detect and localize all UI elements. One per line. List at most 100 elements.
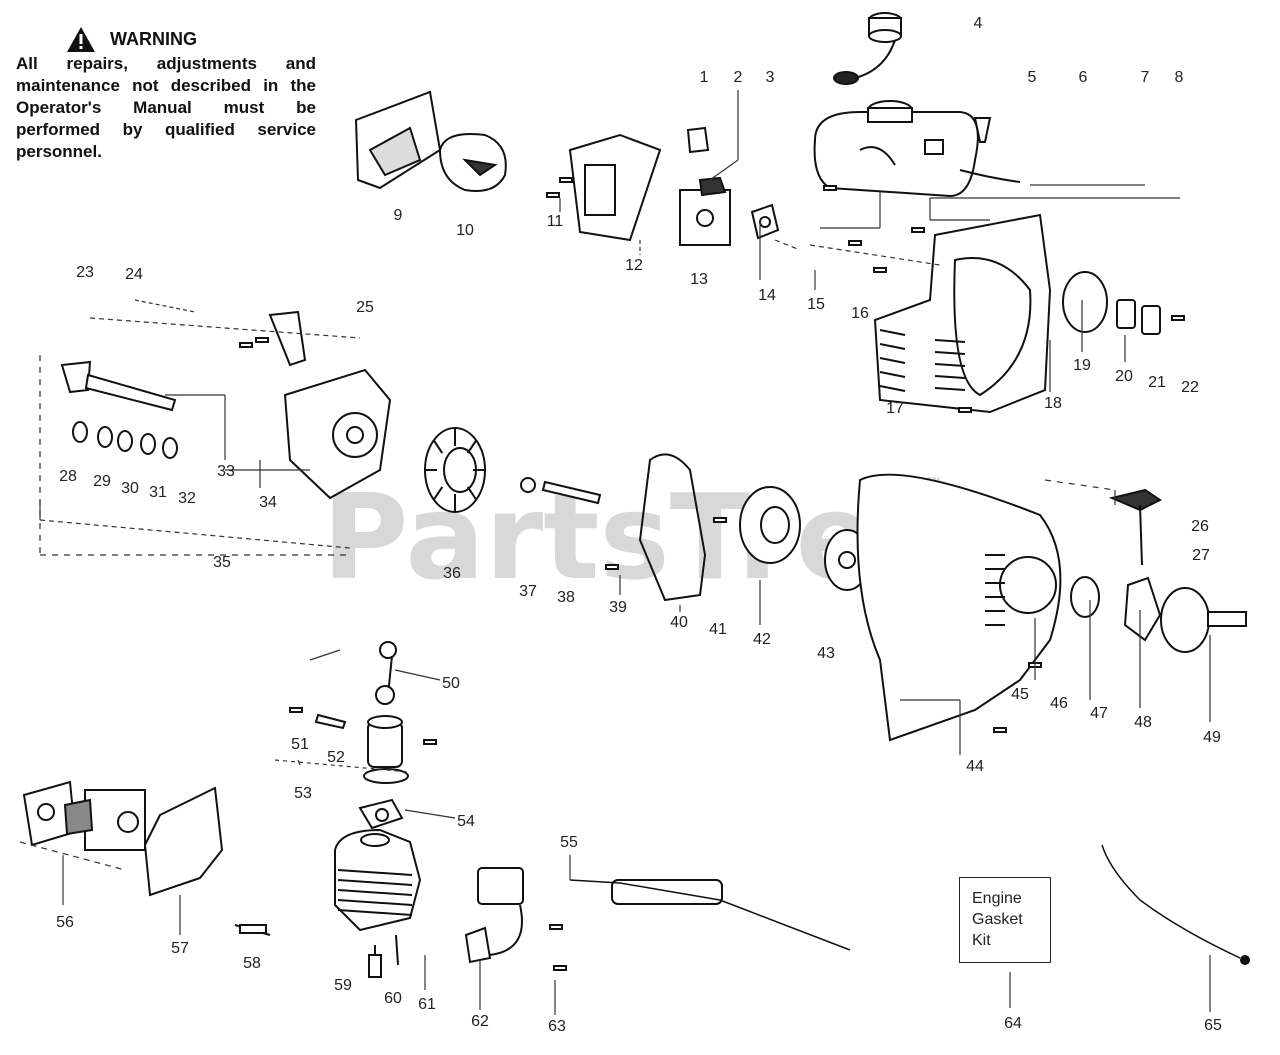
leader-line [19,841,126,871]
callout-6: 6 [1079,69,1088,86]
callout-48: 48 [1134,714,1152,731]
clutch-band-drawing [638,453,707,602]
callout-56: 56 [56,914,74,931]
ignition-module-drawing [464,867,524,964]
callout-58: 58 [243,955,261,972]
callout-27: 27 [1192,547,1210,564]
warning-block: WARNING All repairs, adjustments and mai… [16,26,316,163]
callout-9: 9 [394,207,403,224]
air-filter-cover-drawing [354,90,442,190]
leader-line [394,669,441,681]
leader-line [809,244,941,266]
callout-47: 47 [1090,705,1108,722]
cylinder-gasket-drawing [358,798,404,830]
leader-line [1044,479,1116,491]
callout-26: 26 [1191,518,1209,535]
primer-bulb-drawing [973,117,992,143]
callout-22: 22 [1181,379,1199,396]
callout-8: 8 [1175,69,1184,86]
spark-plug-drawing [368,934,399,978]
callout-16: 16 [851,305,869,322]
fuel-tank-drawing [813,100,1021,198]
callout-20: 20 [1115,368,1133,385]
callout-34: 34 [259,494,277,511]
callout-35: 35 [213,554,231,571]
o-ring-drawing [1062,271,1108,333]
carburetor-drawing [679,126,731,246]
callout-1: 1 [700,69,709,86]
callout-31: 31 [149,484,167,501]
kit-box-label: Engine Gasket Kit [972,890,1023,949]
parts-drawings [22,12,1250,978]
callout-64: 64 [1004,1015,1022,1032]
callout-19: 19 [1073,357,1091,374]
leader-line [309,649,341,661]
engine-gasket-kit-box: Engine Gasket Kit [959,877,1051,963]
callout-28: 28 [59,468,77,485]
callout-55: 55 [560,834,578,851]
callout-42: 42 [753,631,771,648]
carburetor-plate-drawing [568,133,662,242]
connecting-rod-drawing [375,641,397,705]
leader-line [774,239,801,251]
callout-65: 65 [1204,1017,1222,1034]
warning-header: WARNING [66,26,316,53]
callout-21: 21 [1148,374,1166,391]
callout-23: 23 [76,264,94,281]
callout-17: 17 [886,400,904,417]
callout-10: 10 [456,222,474,239]
muffler-drawing [22,780,146,851]
callout-62: 62 [471,1013,489,1030]
callout-63: 63 [548,1018,566,1035]
callout-33: 33 [217,463,235,480]
starter-housing-drawing [856,473,1062,742]
callout-2: 2 [734,69,743,86]
throttle-cable-drawing [569,879,851,951]
callout-54: 54 [457,813,475,830]
callout-49: 49 [1203,729,1221,746]
cylinder-drawing [334,828,422,932]
callout-3: 3 [766,69,775,86]
callout-7: 7 [1141,69,1150,86]
callout-51: 51 [291,736,309,753]
callout-41: 41 [709,621,727,638]
leader-line [274,759,411,773]
piston-drawing [314,713,409,784]
warning-text: All repairs, adjustments and maintenance… [16,54,316,161]
callout-12: 12 [625,257,643,274]
callout-15: 15 [807,296,825,313]
callout-43: 43 [817,645,835,662]
bearing-set-drawing [72,421,178,459]
leader-lines [19,90,1211,1015]
callout-18: 18 [1044,395,1062,412]
callout-14: 14 [758,287,776,304]
crankshaft-drawing [60,360,177,412]
callout-24: 24 [125,266,143,283]
callout-59: 59 [334,977,352,994]
warning-title: WARNING [110,29,197,49]
crankcase-drawing [268,310,392,500]
leader-line [404,809,456,819]
shaft-drawing [520,477,602,505]
callout-39: 39 [609,599,627,616]
callout-46: 46 [1050,695,1068,712]
small-fasteners-drawing [239,177,1185,971]
callout-4: 4 [974,15,983,32]
filter-pads-drawing [1116,299,1161,335]
callout-53: 53 [294,785,312,802]
muffler-gasket-drawing [143,786,224,897]
callout-40: 40 [670,614,688,631]
callout-52: 52 [327,749,345,766]
warning-triangle-icon [67,27,95,52]
leader-line [89,317,361,339]
callout-50: 50 [442,675,460,692]
callout-57: 57 [171,940,189,957]
fuel-cap-drawing [833,12,902,85]
callout-5: 5 [1028,69,1037,86]
carburetor-gasket-drawing [750,203,780,240]
callout-30: 30 [121,480,139,497]
callout-32: 32 [178,490,196,507]
engine-housing-drawing [873,213,1052,414]
leader-line [709,159,739,181]
